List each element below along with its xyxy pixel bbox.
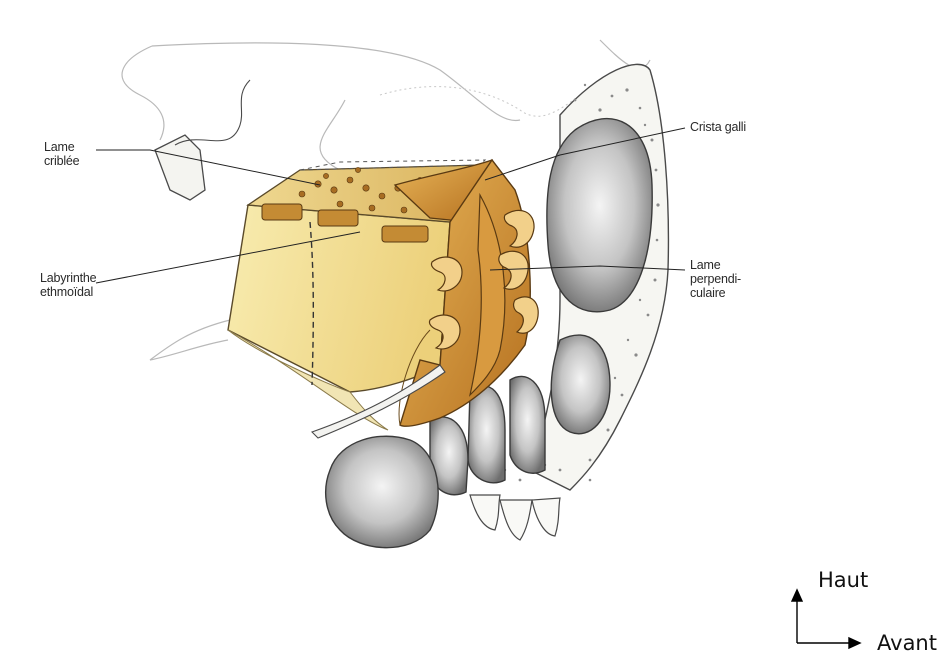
nasal-bone-fragment	[155, 135, 205, 200]
orientation-arrows	[792, 590, 860, 648]
arrow-up-icon	[792, 590, 802, 601]
label-lame-perpendiculaire: Lame perpendi- culaire	[690, 258, 741, 300]
orientation-forward-label: Avant	[877, 631, 937, 655]
arrow-right-icon	[849, 638, 860, 648]
orientation-up-label: Haut	[818, 568, 868, 592]
label-lame-criblee: Lame criblée	[44, 140, 79, 168]
teeth	[470, 495, 560, 540]
label-labyrinthe-ethmoidal: Labyrinthe ethmoïdal	[40, 271, 96, 299]
label-crista-galli: Crista galli	[690, 120, 746, 134]
